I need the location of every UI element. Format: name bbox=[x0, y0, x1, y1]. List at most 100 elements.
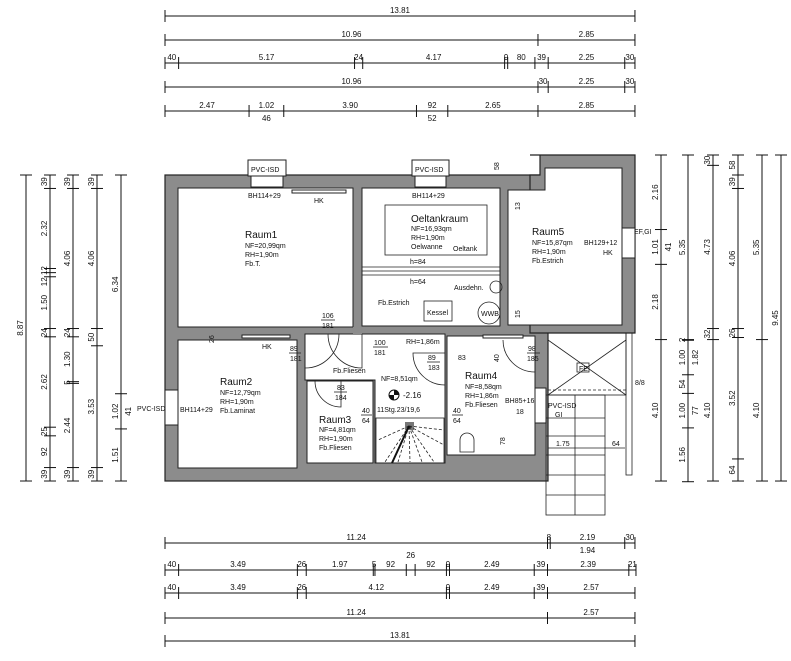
dimension-label: 40 bbox=[167, 53, 176, 62]
dim-label: 15 bbox=[515, 310, 522, 318]
dimension-label: 12 bbox=[40, 266, 49, 275]
dimension-label: 1.51 bbox=[111, 447, 120, 463]
room-name: Oeltankraum bbox=[411, 214, 468, 225]
dimension-label: 4.06 bbox=[728, 250, 737, 266]
room-area: NF=15,87qm bbox=[532, 240, 573, 247]
dimension-label: 2.49 bbox=[484, 583, 500, 592]
dimension-label: 4.10 bbox=[752, 402, 761, 418]
kessel-box bbox=[423, 300, 453, 322]
dim-label: 83 bbox=[458, 355, 466, 362]
window-label: PVC-ISD bbox=[137, 406, 165, 413]
door-width: 83 bbox=[337, 385, 345, 392]
room-area: NF=16,93qm bbox=[411, 226, 452, 233]
door-height: 181 bbox=[322, 323, 334, 330]
dim-label: 26 bbox=[209, 335, 216, 343]
dimension-label: 26 bbox=[297, 560, 306, 569]
door-height: 181 bbox=[374, 350, 386, 357]
wwb-label: WWB bbox=[481, 311, 499, 318]
dimension-label: 1.02 bbox=[259, 101, 275, 110]
dimension-label: 39 bbox=[728, 177, 737, 186]
dimension-label: 50 bbox=[87, 332, 96, 341]
stair-label: 11Stg.23/19,6 bbox=[377, 407, 420, 414]
radiator-label: HK bbox=[262, 344, 272, 351]
dimension-label: 2.25 bbox=[579, 77, 595, 86]
window-raum2 bbox=[164, 389, 179, 426]
door-oeltank bbox=[327, 333, 363, 369]
dimension-label: 24 bbox=[40, 328, 49, 337]
level-value: -2.16 bbox=[403, 391, 422, 400]
dimension-label: 26 bbox=[406, 551, 415, 560]
dimension-label: 1.56 bbox=[678, 446, 687, 462]
dimension-label: 2.62 bbox=[40, 374, 49, 390]
oeltank-label: Oeltank bbox=[453, 246, 478, 253]
dimension-label: 2.47 bbox=[199, 101, 215, 110]
window-sill bbox=[414, 175, 447, 188]
window-label: GI bbox=[555, 412, 562, 419]
door-height: 181 bbox=[290, 356, 302, 363]
radiator-raum1 bbox=[291, 189, 347, 194]
dimension-label: 92 bbox=[428, 101, 437, 110]
dimension-label: 11.24 bbox=[347, 608, 367, 617]
room-name: Raum2 bbox=[220, 377, 253, 388]
room-floor: Fb.Laminat bbox=[220, 408, 255, 415]
dimension-sublabel: 46 bbox=[262, 114, 271, 123]
plan-labels: PVC-ISD PVC-ISD BH114+29 BH114+29 HK Rau… bbox=[137, 162, 652, 452]
door-width: 100 bbox=[374, 340, 386, 347]
dimension-label: 2 bbox=[678, 337, 687, 342]
dim-label: 40 bbox=[494, 354, 501, 362]
height-label: h=64 bbox=[410, 279, 426, 286]
dimension-label: 64 bbox=[728, 465, 737, 474]
dimension-label: 3.53 bbox=[87, 398, 96, 414]
level-marker-icon bbox=[388, 389, 400, 401]
oeltank-box bbox=[384, 204, 488, 256]
height-label: h=84 bbox=[410, 259, 426, 266]
dimension-label: 4.10 bbox=[651, 402, 660, 418]
room-raum2 bbox=[177, 339, 298, 469]
room-floor: Fb.T. bbox=[245, 261, 261, 268]
dimension-label: 54 bbox=[678, 379, 687, 388]
door-raum4-exterior bbox=[502, 339, 536, 373]
window-size: BH85+16 bbox=[505, 398, 534, 405]
dimension-label: 9.45 bbox=[771, 310, 780, 326]
dimension-label: 39 bbox=[87, 177, 96, 186]
dimension-label: 24 bbox=[63, 328, 72, 337]
door-height: 183 bbox=[428, 365, 440, 372]
floor-label: Fb.Estrich bbox=[378, 300, 410, 307]
dimension-label: 92 bbox=[386, 560, 395, 569]
dim-label: 18 bbox=[516, 409, 524, 416]
dim-label: 64 bbox=[453, 418, 461, 425]
dimension-label: 9 bbox=[446, 560, 451, 569]
room-area: NF=4,81qm bbox=[319, 427, 356, 434]
dimension-label: 4.12 bbox=[369, 583, 385, 592]
dimension-sublabel: 52 bbox=[428, 114, 437, 123]
dimension-label: 39 bbox=[63, 469, 72, 478]
door-raum4 bbox=[412, 352, 446, 386]
window-size: BH114+29 bbox=[180, 407, 213, 414]
room-height: RH=1,90m bbox=[245, 252, 279, 259]
dim-label: 1.75 bbox=[556, 441, 570, 448]
dimension-label: 4.10 bbox=[703, 402, 712, 418]
dimension-label: 39 bbox=[63, 177, 72, 186]
dimension-label: 5.35 bbox=[678, 239, 687, 255]
dimension-label: 80 bbox=[517, 53, 526, 62]
window-raum4 bbox=[534, 387, 547, 424]
room-floor: Fb.Estrich bbox=[532, 258, 564, 265]
dimension-sublabel: 41 bbox=[664, 242, 673, 251]
dimension-label: 39 bbox=[537, 53, 546, 62]
dim-label: 64 bbox=[612, 441, 620, 448]
window-size: BH114+29 bbox=[248, 193, 281, 200]
radiator-raum2 bbox=[241, 334, 291, 339]
window-size: BH114+29 bbox=[412, 193, 445, 200]
dimension-label: 10.96 bbox=[341, 30, 362, 39]
oelwanne-label: Oelwanne bbox=[411, 244, 443, 251]
dim-label: 64 bbox=[362, 418, 370, 425]
room-name: Raum5 bbox=[532, 227, 565, 238]
exterior-entrance bbox=[545, 332, 633, 516]
dimension-label: 1.00 bbox=[678, 402, 687, 418]
room-height: RH=1,90m bbox=[220, 399, 254, 406]
dimension-label: 39 bbox=[87, 469, 96, 478]
dimension-label: 4.17 bbox=[426, 53, 442, 62]
room-name: Raum4 bbox=[465, 371, 498, 382]
dimension-label: 11.24 bbox=[347, 533, 367, 542]
